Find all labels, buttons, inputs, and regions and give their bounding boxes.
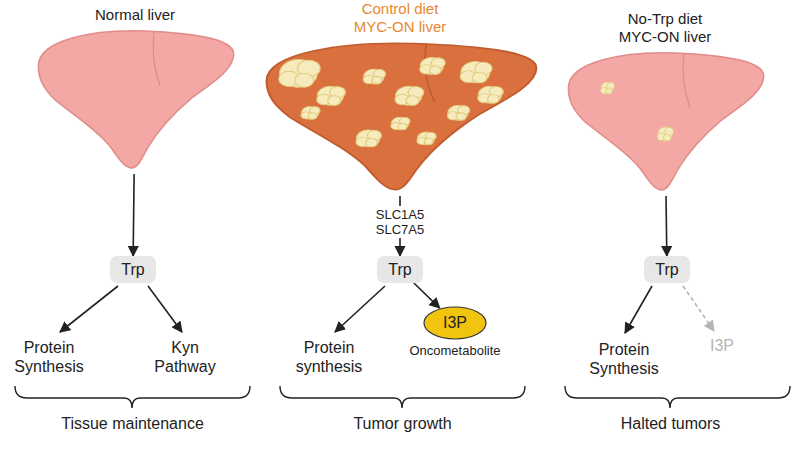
tumor-lobe — [372, 77, 382, 84]
tumor-nodule — [447, 105, 469, 120]
liver-lobe-line — [153, 32, 160, 86]
curly-bracket — [15, 386, 250, 408]
metabolite-name: I3P — [443, 314, 467, 332]
tumor-nodule — [460, 62, 492, 83]
tumor-nodules — [601, 82, 674, 141]
pathway-label: Protein Synthesis — [578, 340, 670, 378]
liver-shape — [30, 24, 240, 174]
brackets — [15, 386, 790, 408]
liver-lobe-line — [683, 54, 690, 108]
pathway-label: Kyn Pathway — [145, 338, 225, 376]
metabolite-note: Oncometabolite — [409, 343, 500, 358]
tumor-lobe — [606, 88, 612, 94]
flow-arrow — [132, 174, 135, 256]
tumor-nodule — [601, 82, 615, 94]
transporter-label: SLC1A5 SLC7A5 — [367, 206, 433, 238]
tumor-lobe — [328, 96, 341, 106]
liver-heading: MYC-ON liver — [354, 18, 447, 36]
tumor-nodule — [395, 86, 424, 105]
liver-heading: No-Trp diet — [628, 10, 702, 28]
metabolite-name: Trp — [388, 260, 411, 279]
liver-organ: Normal liver — [30, 6, 240, 174]
outcome-label: Tissue maintenance — [40, 414, 225, 433]
pathway-label: Protein synthesis — [283, 338, 375, 376]
liver-shape — [560, 46, 770, 196]
tumor-nodule — [478, 86, 504, 103]
tumor-lobe — [424, 138, 433, 144]
liver-outline — [568, 53, 763, 190]
tumor-lobe — [398, 123, 407, 129]
tumor-lobe — [664, 134, 671, 141]
tumor-nodule — [301, 106, 320, 119]
tumor-nodule — [420, 57, 446, 74]
tumor-nodule — [356, 130, 382, 147]
pathway-arrow — [625, 286, 652, 333]
tumor-lobe — [488, 95, 500, 104]
tumor-lobe — [308, 113, 317, 119]
oncometabolite-ellipse: I3P Oncometabolite — [395, 306, 515, 358]
pathway-arrow — [60, 286, 118, 332]
tumor-lobe — [473, 72, 488, 83]
liver-organ: No-Trp dietMYC-ON liver — [560, 10, 770, 196]
tumor-lobe — [295, 73, 314, 87]
tumor-lobe — [456, 113, 466, 120]
pathway-arrow — [148, 286, 182, 332]
ellipse-wrap: I3P — [423, 306, 487, 340]
tumor-lobe — [430, 66, 442, 75]
pathway-arrows — [60, 286, 714, 333]
metabolite-box: Trp — [110, 256, 155, 283]
tumor-nodule — [363, 69, 385, 84]
liver-heading: Control diet — [362, 0, 439, 18]
blocked-arrow — [683, 286, 714, 331]
metabolite-name: Trp — [655, 260, 678, 279]
tumor-nodule — [657, 127, 673, 141]
metabolite-name: Trp — [121, 260, 144, 279]
outcome-label: Halted tumors — [598, 414, 743, 433]
tumor-lobe — [406, 96, 419, 106]
liver-outline — [38, 31, 233, 168]
tumor-nodule — [317, 86, 346, 105]
ellipse-outline — [424, 307, 486, 339]
pathway-label: I3P — [697, 336, 747, 355]
curly-bracket — [280, 386, 525, 408]
curly-bracket — [565, 386, 790, 408]
outcome-label: Tumor growth — [330, 414, 475, 433]
tumor-nodule — [391, 117, 410, 130]
tumor-nodule — [279, 59, 320, 87]
liver-heading: Normal liver — [95, 6, 175, 24]
metabolite-box: Trp — [644, 256, 689, 283]
liver-heading: MYC-ON liver — [619, 28, 712, 46]
tumor-lobe — [601, 82, 614, 94]
tumor-nodule — [417, 132, 436, 145]
pathway-arrow — [335, 286, 385, 332]
liver-organ: Control dietMYC-ON liver — [255, 0, 545, 196]
liver-outline — [267, 43, 537, 189]
flow-arrow — [665, 196, 667, 256]
flow-arrow — [414, 283, 440, 308]
tumor-lobe — [366, 138, 378, 147]
tumor-nodules — [279, 57, 504, 147]
liver-shape — [255, 36, 545, 196]
pathway-label: Protein Synthesis — [8, 338, 90, 376]
metabolite-box: Trp — [377, 256, 422, 283]
